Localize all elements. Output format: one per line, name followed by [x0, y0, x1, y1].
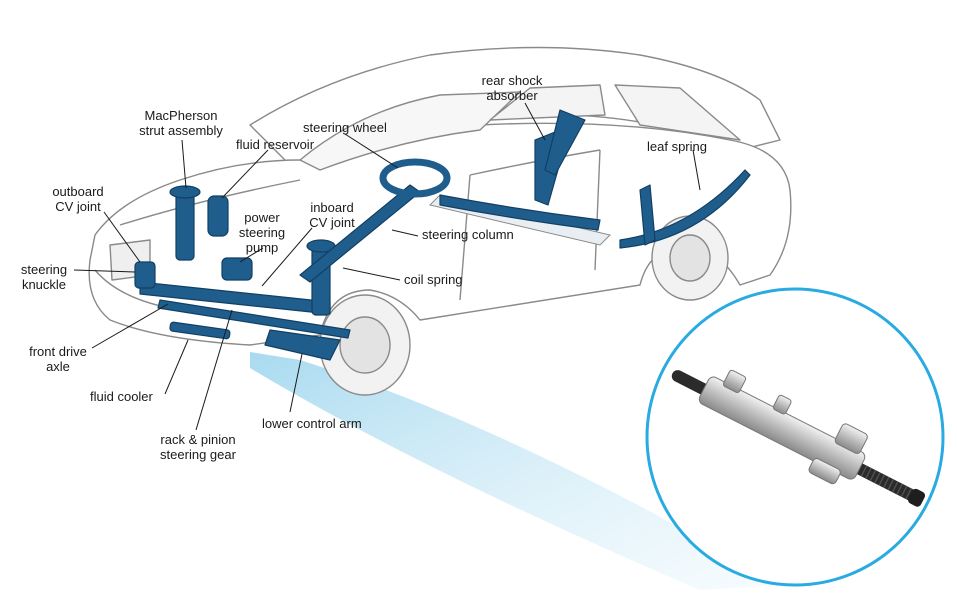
- label-steering-column: steering column: [422, 227, 514, 242]
- zoom-beam: [250, 352, 780, 590]
- label-steering-knuckle: steering knuckle: [20, 262, 68, 292]
- rack-inset: [645, 287, 945, 587]
- label-inboard-cv-joint: inboard CV joint: [309, 200, 355, 230]
- label-fluid-reservoir: fluid reservoir: [236, 137, 315, 152]
- label-leaf-spring: leaf spring: [647, 139, 707, 154]
- label-macpherson-strut: MacPherson strut assembly: [139, 108, 223, 138]
- label-rear-shock-absorber: rear shock absorber: [481, 73, 543, 103]
- label-front-drive-axle: front drive axle: [29, 344, 87, 374]
- suspension-components: [134, 109, 751, 361]
- label-fluid-cooler: fluid cooler: [90, 389, 153, 404]
- label-coil-spring: coil spring: [404, 272, 463, 287]
- label-power-steering-pump: power steering pump: [238, 210, 286, 255]
- leader-lines: [73, 102, 701, 431]
- label-lower-control-arm: lower control arm: [262, 416, 362, 431]
- label-rack-pinion-gear: rack & pinion steering gear: [160, 432, 236, 462]
- label-steering-wheel: steering wheel: [303, 120, 387, 135]
- label-outboard-cv-joint: outboard CV joint: [52, 184, 104, 214]
- car-body: [88, 46, 792, 396]
